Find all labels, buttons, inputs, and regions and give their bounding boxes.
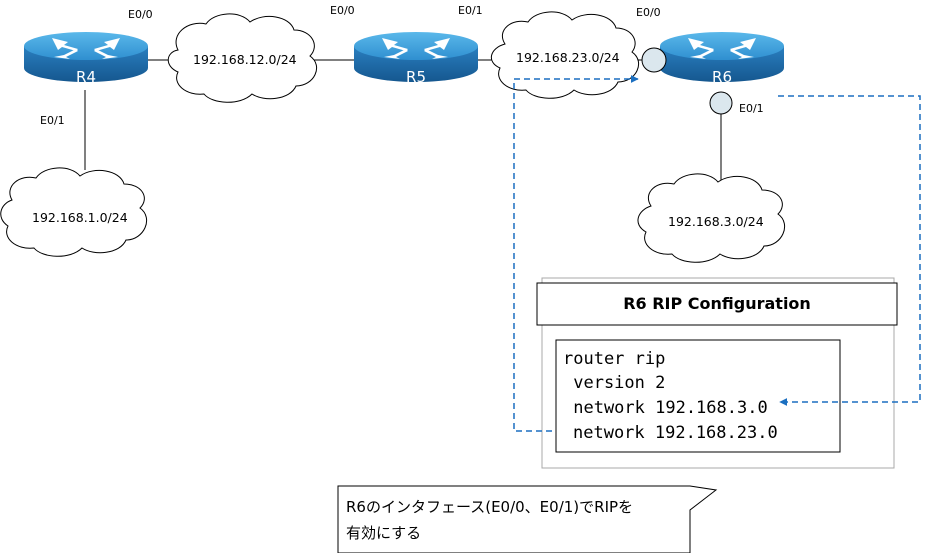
r6-e0-0-label: E0/0 — [636, 6, 661, 19]
config-line-router-rip: router rip — [563, 349, 665, 369]
callout-box — [337, 485, 718, 553]
cloud-192-168-12 — [167, 13, 317, 103]
config-title-box — [536, 282, 898, 326]
network-label-192-168-1: 192.168.1.0/24 — [32, 210, 128, 225]
r6-e0-1-marker — [709, 91, 733, 115]
network-label-192-168-12: 192.168.12.0/24 — [193, 52, 297, 67]
config-code-box — [555, 339, 841, 453]
config-line-network-23: network 192.168.23.0 — [573, 423, 778, 443]
router-r5[interactable]: R5 — [354, 32, 478, 86]
cloud-192-168-3 — [637, 173, 785, 263]
network-label-192-168-23: 192.168.23.0/24 — [516, 50, 620, 65]
r4-e0-0-label: E0/0 — [128, 8, 153, 21]
cloud-192-168-23 — [490, 11, 639, 99]
arrow-network23-to-e0-0 — [513, 75, 639, 432]
config-line-version: version 2 — [563, 373, 665, 393]
callout-text-line2: 有効にする — [346, 524, 421, 542]
r5-e0-0-label: E0/0 — [330, 4, 355, 17]
r4-e0-1-label: E0/1 — [40, 114, 65, 127]
r6-e0-0-marker — [641, 47, 667, 73]
router-r4-label: R4 — [76, 68, 96, 86]
router-r5-label: R5 — [406, 68, 426, 86]
network-label-192-168-3: 192.168.3.0/24 — [668, 214, 764, 229]
router-r6-label: R6 — [712, 68, 732, 86]
r5-e0-1-label: E0/1 — [458, 4, 483, 17]
callout-text-line1: R6のインタフェース(E0/0、E0/1)でRIPを — [346, 498, 633, 516]
config-line-network-3: network 192.168.3.0 — [563, 398, 768, 418]
router-r4[interactable]: R4 — [24, 32, 148, 86]
r6-e0-1-label: E0/1 — [739, 102, 764, 115]
config-title: R6 RIP Configuration — [623, 294, 811, 313]
arrow-e0-1-to-network3 — [778, 95, 921, 406]
cloud-192-168-1 — [0, 167, 147, 257]
router-r6[interactable]: R6 — [660, 32, 784, 86]
